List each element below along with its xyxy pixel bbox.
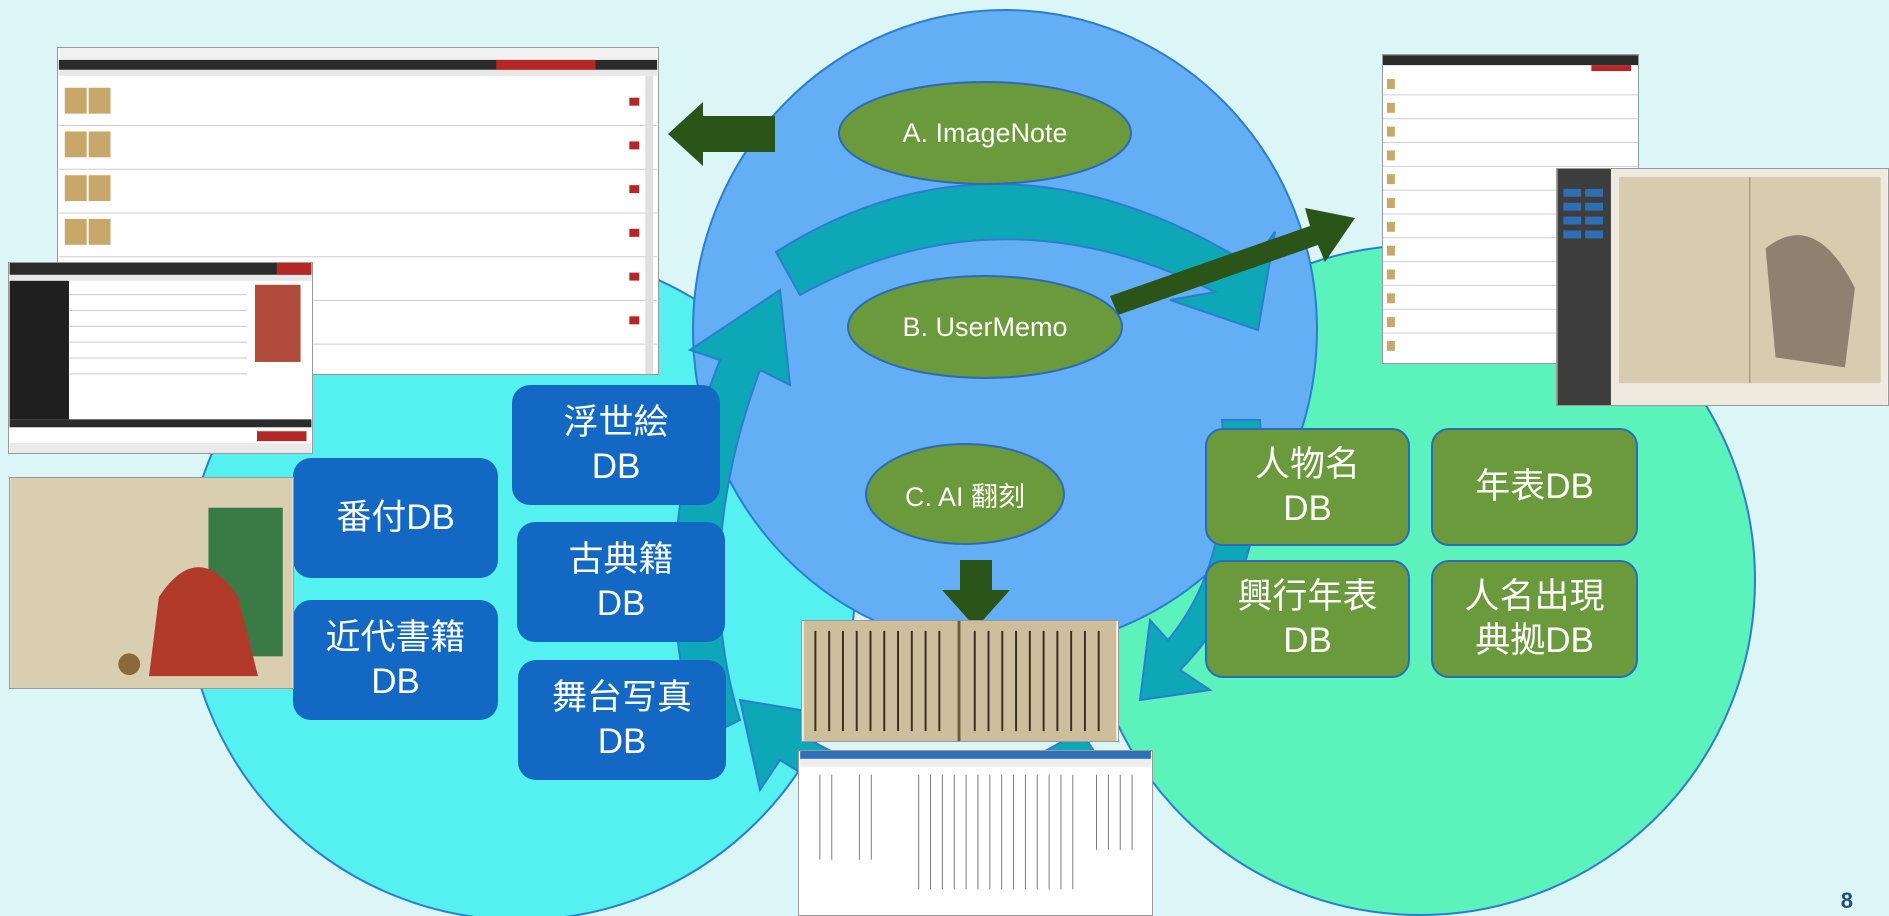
jinbutsumei-db-line2: DB xyxy=(1283,489,1332,528)
ukiyoe-db-box: 浮世絵 DB xyxy=(512,385,720,505)
butai-shashin-db-box: 舞台写真 DB xyxy=(518,660,726,780)
kotenseki-db-line2: DB xyxy=(596,584,646,623)
butai-shashin-db-line1: 舞台写真 xyxy=(551,678,692,717)
arrow-to-imagenote-screenshot xyxy=(668,102,775,166)
ai-honkoku-label: C. AI 翻刻 xyxy=(904,481,1026,512)
kotenseki-page-image xyxy=(801,620,1119,742)
kotenseki-viewer-screenshot xyxy=(1556,168,1889,406)
ukiyoe-db-line1: 浮世絵 xyxy=(563,403,669,442)
usermemo-label: B. UserMemo xyxy=(902,311,1068,342)
kindai-shoseki-db-line1: 近代書籍 xyxy=(325,618,466,657)
imagenote-ellipse xyxy=(838,81,1132,185)
ukiyoe-painting-thumbnail xyxy=(9,477,294,689)
ai-transcription-screenshot xyxy=(798,750,1153,916)
jinmei-shutsugen-db-line2: 典拠DB xyxy=(1475,621,1594,660)
banzuke-db-box: 番付DB xyxy=(293,458,498,578)
kindai-shoseki-db-box: 近代書籍 DB xyxy=(293,600,498,720)
nenpyo-db-box: 年表DB xyxy=(1431,428,1638,546)
jinbutsumei-db-line1: 人物名 xyxy=(1254,445,1360,484)
arrow-to-ai-honkoku-screenshots xyxy=(942,560,1010,628)
kogyo-nenpyo-db-box: 興行年表 DB xyxy=(1205,560,1410,678)
banzuke-db-line1: 番付DB xyxy=(336,498,455,537)
ai-honkoku-ellipse xyxy=(865,443,1065,545)
arrow-to-usermemo-screenshots xyxy=(1110,208,1355,315)
cycle-arrow-top xyxy=(774,183,1276,332)
jinbutsumei-db-box: 人物名 DB xyxy=(1205,428,1410,546)
keyword-form-screenshot xyxy=(8,262,313,454)
kogyo-nenpyo-db-line1: 興行年表 xyxy=(1237,577,1378,616)
kotenseki-db-line1: 古典籍 xyxy=(568,540,674,579)
jinmei-shutsugen-db-line1: 人名出現 xyxy=(1464,577,1605,616)
usermemo-ellipse xyxy=(847,275,1123,379)
imagenote-label: A. ImageNote xyxy=(902,117,1068,148)
jinmei-shutsugen-db-box: 人名出現 典拠DB xyxy=(1431,560,1638,678)
kotenseki-db-box: 古典籍 DB xyxy=(517,522,725,642)
kogyo-nenpyo-db-line2: DB xyxy=(1283,621,1332,660)
page-number: 8 xyxy=(1840,888,1853,913)
butai-shashin-db-line2: DB xyxy=(597,722,647,761)
nenpyo-db-line1: 年表DB xyxy=(1475,467,1594,506)
kindai-shoseki-db-line2: DB xyxy=(371,662,420,701)
ukiyoe-db-line2: DB xyxy=(591,447,641,486)
